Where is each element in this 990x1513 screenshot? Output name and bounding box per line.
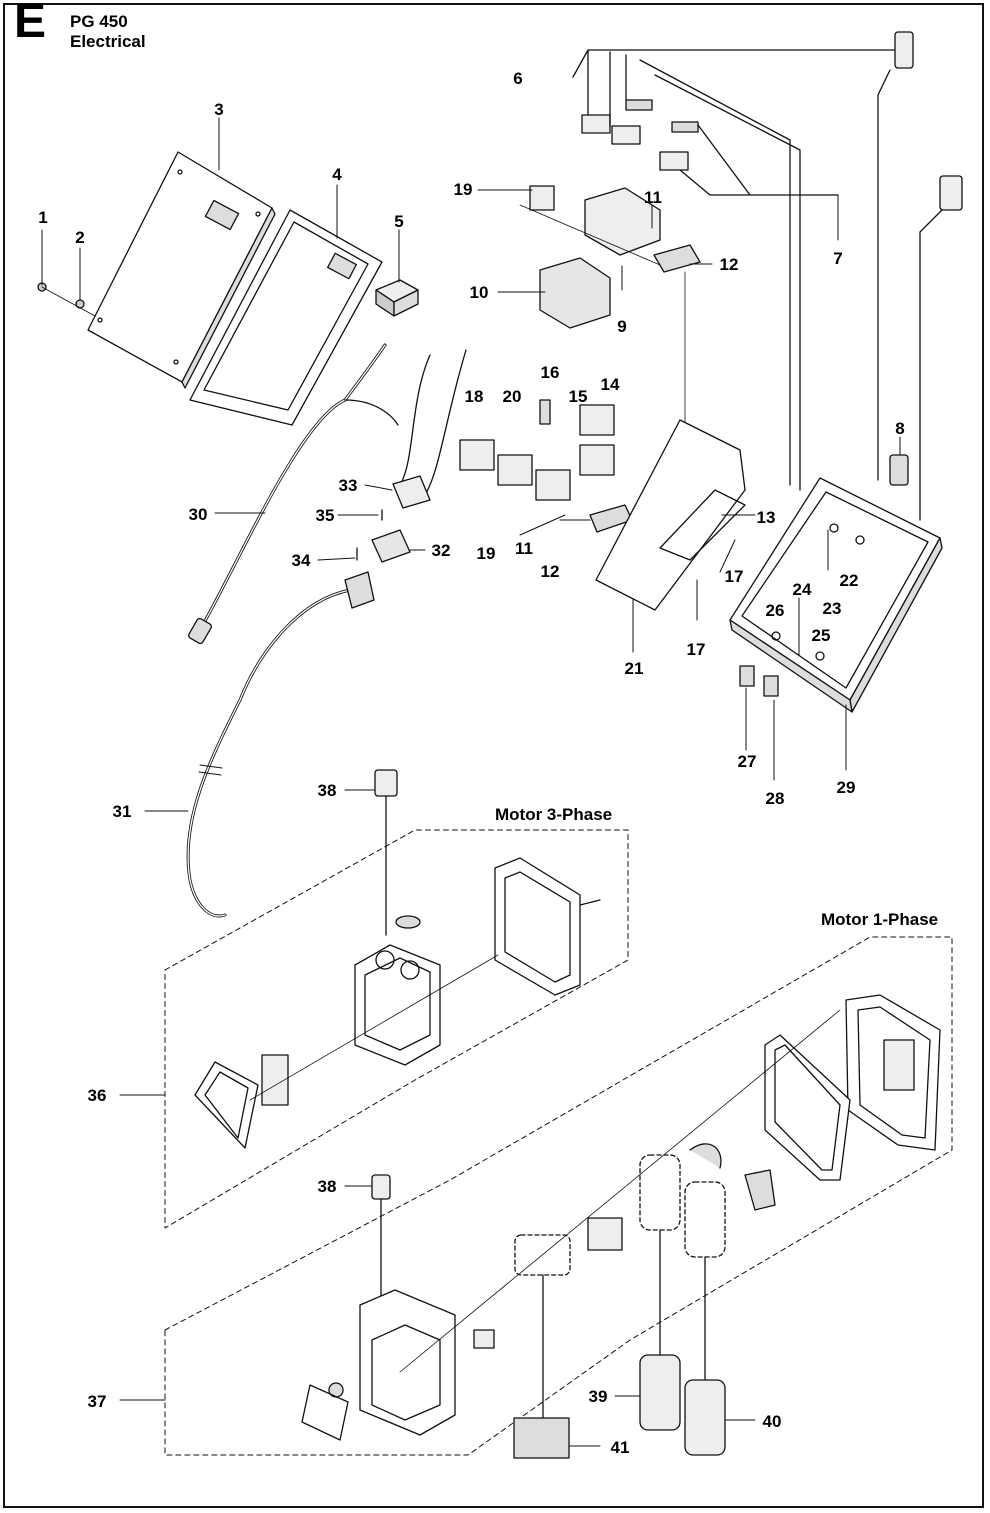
- callout-30: 30: [189, 505, 208, 524]
- sealing-block-part: [375, 279, 419, 317]
- motor-3-phase-title: Motor 3-Phase: [495, 805, 612, 824]
- callout-7: 7: [833, 249, 842, 268]
- callout-12-middle: 12: [541, 562, 560, 581]
- gasket-frame-part: [189, 209, 383, 426]
- callout-38-lower: 38: [318, 1177, 337, 1196]
- callout-26: 26: [766, 601, 785, 620]
- callout-11-top: 11: [644, 188, 662, 207]
- callout-22: 22: [840, 571, 859, 590]
- callout-23: 23: [823, 599, 842, 618]
- callout-28: 28: [766, 789, 785, 808]
- contactor-assembly-part: [519, 185, 701, 506]
- callout-17-lower: 17: [687, 640, 706, 659]
- group-titles: Motor 3-Phase Motor 1-Phase: [495, 805, 938, 929]
- callout-31: 31: [113, 802, 132, 821]
- callout-40: 40: [763, 1412, 782, 1431]
- motor-3-phase-terminal-box-part: [194, 769, 601, 1149]
- callout-13: 13: [757, 508, 776, 527]
- cable-connector-parts: [344, 475, 431, 609]
- callout-16: 16: [541, 363, 560, 382]
- callout-32: 32: [432, 541, 451, 560]
- motor-1-phase-title: Motor 1-Phase: [821, 910, 938, 929]
- title-block: PG 450 Electrical: [70, 12, 146, 52]
- model-name: PG 450: [70, 12, 128, 31]
- callout-19-top: 19: [454, 180, 473, 199]
- callout-37: 37: [88, 1392, 107, 1411]
- callout-10: 10: [470, 283, 489, 302]
- callout-5: 5: [394, 212, 403, 231]
- callout-8: 8: [895, 419, 904, 438]
- mounting-plate-part: [595, 419, 746, 611]
- page-border: [3, 3, 984, 1508]
- motor-1-phase-group-box: [164, 936, 953, 1456]
- screw-and-washer-parts: [37, 282, 96, 317]
- callout-2: 2: [75, 228, 84, 247]
- callout-35: 35: [316, 506, 335, 525]
- callout-25: 25: [812, 626, 831, 645]
- callout-33: 33: [339, 476, 358, 495]
- callout-12-top: 12: [720, 255, 739, 274]
- callout-34: 34: [292, 551, 311, 570]
- indicator-lamp-parts: [877, 31, 963, 521]
- callout-4: 4: [332, 165, 342, 184]
- callout-24: 24: [793, 580, 812, 599]
- motor-cable-part: [186, 349, 467, 918]
- leader-lines: [41, 117, 901, 1447]
- callout-36: 36: [88, 1086, 107, 1105]
- section-subtitle: Electrical: [70, 32, 146, 51]
- callout-18: 18: [465, 387, 484, 406]
- capacitor-parts: [513, 1354, 726, 1459]
- callout-9: 9: [617, 317, 626, 336]
- callout-27: 27: [738, 752, 757, 771]
- callout-17-right: 17: [725, 567, 744, 586]
- callout-15: 15: [569, 387, 588, 406]
- callout-3: 3: [214, 100, 223, 119]
- callout-21: 21: [625, 659, 644, 678]
- callout-29: 29: [837, 778, 856, 797]
- callout-6: 6: [513, 69, 522, 88]
- motor-3-phase-group-box: [164, 829, 629, 1229]
- cover-plate-part: [87, 151, 276, 389]
- callout-14: 14: [601, 375, 620, 394]
- callout-19-middle: 19: [477, 544, 496, 563]
- callout-labels: 1 2 3 4 5 6 7 8 9 10 11 11 12 12 13 14 1…: [38, 69, 904, 1457]
- enclosure-box-part: [729, 477, 943, 713]
- callout-11-middle: 11: [515, 539, 533, 558]
- power-cable-part: [188, 343, 399, 645]
- callout-1: 1: [38, 208, 47, 227]
- motor-1-phase-terminal-box-part: [301, 994, 941, 1441]
- callout-39: 39: [589, 1387, 608, 1406]
- switch-modules-part: [572, 49, 901, 491]
- callout-41: 41: [611, 1438, 630, 1457]
- terminal-block-parts: [459, 399, 633, 533]
- callout-38-upper: 38: [318, 781, 337, 800]
- section-letter: E: [14, 0, 47, 48]
- callout-20: 20: [503, 387, 522, 406]
